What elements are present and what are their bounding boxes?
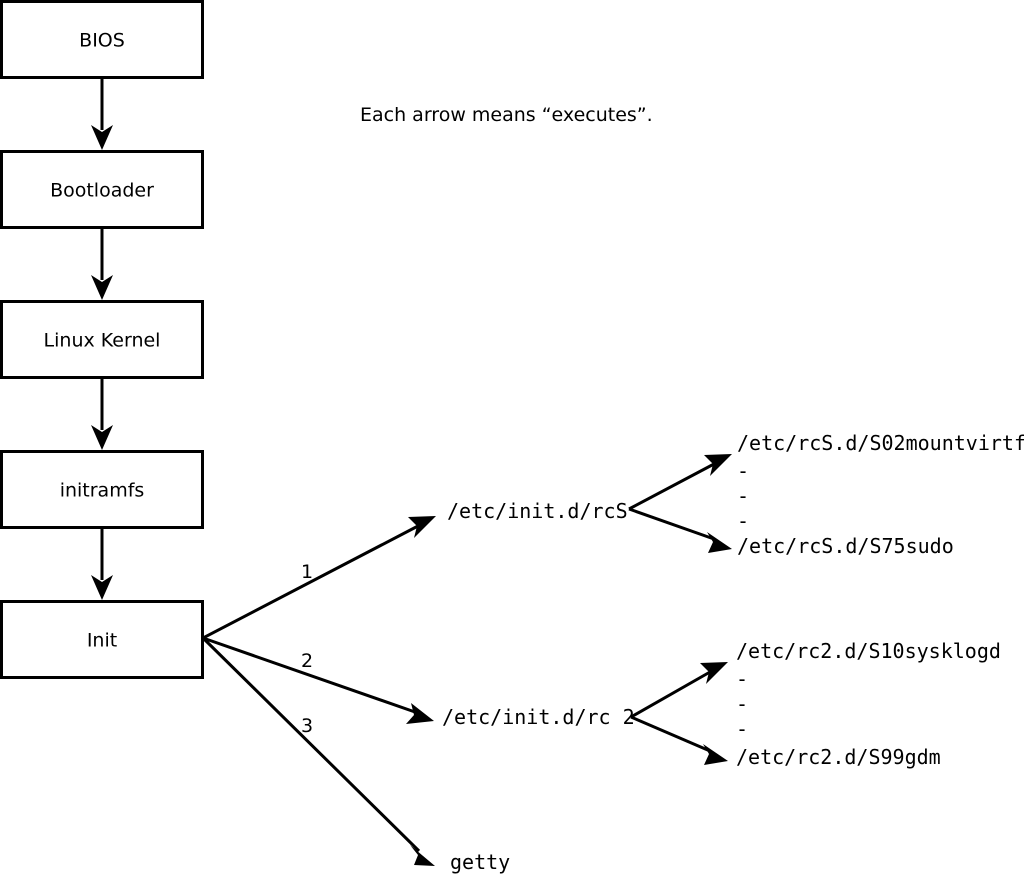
stage-label: Init bbox=[87, 630, 117, 652]
arrow-head-icon bbox=[91, 425, 113, 450]
stage-box-initramfs[interactable]: initramfs bbox=[0, 450, 204, 529]
arrow-head-icon bbox=[408, 516, 436, 538]
arrow-shaft bbox=[202, 636, 416, 714]
rc2-fanout-group: /etc/rc2.d/S10sysklogd - - - /etc/rc2.d/… bbox=[630, 639, 1001, 769]
ellipsis-dot: - bbox=[736, 667, 748, 691]
stage-box-rect bbox=[0, 600, 204, 679]
ellipsis-dot: - bbox=[737, 509, 749, 533]
edge-number-1: 1 bbox=[301, 561, 313, 583]
label-rcs-d-first[interactable]: /etc/rcS.d/S02mountvirtfs bbox=[737, 431, 1024, 455]
arrow-shaft-rc2-last bbox=[630, 715, 711, 753]
arrow-shaft-rc2-first bbox=[630, 670, 711, 719]
init-edge-2-to-rc2: 2 bbox=[202, 636, 434, 724]
vertical-arrow-initramfs-to-init bbox=[91, 527, 113, 600]
stage-box-init[interactable]: Init bbox=[0, 600, 204, 679]
arrow-head-icon bbox=[91, 125, 113, 150]
stage-box-rect bbox=[0, 450, 204, 529]
edge-number-2: 2 bbox=[301, 650, 313, 672]
ellipsis-dot: - bbox=[736, 717, 748, 741]
boot-stage-chain: BIOS Bootloader Linux Kernel initramfs I… bbox=[0, 0, 204, 679]
stage-box-rect bbox=[0, 0, 204, 79]
label-init-d-rcs[interactable]: /etc/init.d/rcS bbox=[447, 499, 628, 523]
stage-box-bios[interactable]: BIOS bbox=[0, 0, 204, 79]
stage-box-rect bbox=[0, 300, 204, 379]
arrow-shaft bbox=[201, 636, 421, 853]
rcs-fanout-group: /etc/rcS.d/S02mountvirtfs - - - /etc/rcS… bbox=[628, 431, 1024, 558]
legend-note: Each arrow means “executes”. bbox=[360, 104, 653, 126]
init-edge-3-to-getty: 3 bbox=[201, 636, 435, 866]
label-rcs-d-last[interactable]: /etc/rcS.d/S75sudo bbox=[737, 534, 954, 558]
arrow-head-icon bbox=[704, 454, 732, 476]
arrow-shaft-rcs-first bbox=[628, 462, 715, 511]
arrow-head-icon bbox=[406, 703, 434, 724]
vertical-arrow-bootloader-to-kernel bbox=[91, 227, 113, 300]
stage-label: initramfs bbox=[60, 480, 145, 502]
stage-box-bootloader[interactable]: Bootloader bbox=[0, 150, 204, 229]
vertical-arrow-kernel-to-initramfs bbox=[91, 377, 113, 450]
arrow-head-icon bbox=[707, 532, 732, 553]
edge-number-3: 3 bbox=[301, 715, 313, 737]
label-getty[interactable]: getty bbox=[450, 850, 510, 874]
stage-label: Linux Kernel bbox=[44, 330, 161, 352]
arrow-shaft-rcs-last bbox=[628, 507, 715, 541]
ellipsis-dot: - bbox=[736, 692, 748, 716]
arrow-head-icon bbox=[91, 575, 113, 600]
stage-box-linux-kernel[interactable]: Linux Kernel bbox=[0, 300, 204, 379]
label-init-d-rc2[interactable]: /etc/init.d/rc 2 bbox=[442, 705, 635, 729]
stage-label: Bootloader bbox=[50, 180, 154, 202]
arrow-head-icon bbox=[703, 744, 728, 765]
arrow-head-icon bbox=[91, 275, 113, 300]
vertical-arrow-bios-to-bootloader bbox=[91, 77, 113, 150]
arrow-head-icon bbox=[410, 845, 435, 866]
ellipsis-dot: - bbox=[737, 484, 749, 508]
arrow-shaft bbox=[202, 524, 419, 640]
ellipsis-dot: - bbox=[737, 459, 749, 483]
label-rc2-d-first[interactable]: /etc/rc2.d/S10sysklogd bbox=[736, 639, 1001, 663]
init-edge-1-to-rcs: 1 bbox=[202, 516, 436, 640]
arrow-head-icon bbox=[700, 662, 728, 684]
label-rc2-d-last[interactable]: /etc/rc2.d/S99gdm bbox=[736, 745, 941, 769]
stage-label: BIOS bbox=[79, 30, 125, 52]
